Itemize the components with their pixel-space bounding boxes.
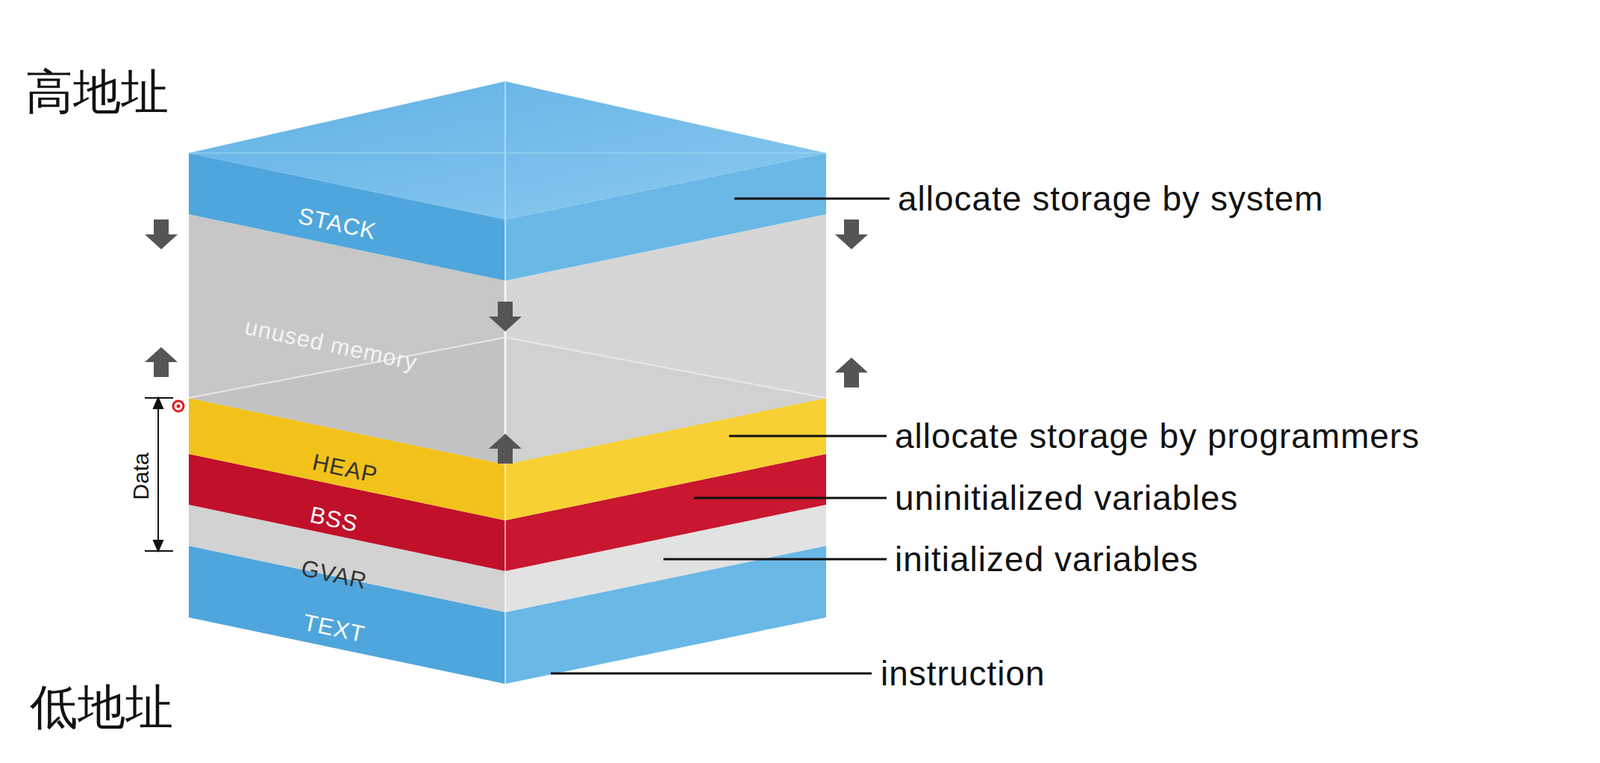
data-label: Data [128, 452, 154, 500]
leader-lines [550, 198, 890, 674]
high-address-label: 高地址 [25, 59, 169, 125]
callout-text: instruction [880, 652, 1046, 694]
callout-text: uninitialized variables [894, 477, 1239, 518]
callout-text: initialized variables [894, 538, 1199, 580]
low-address-label: 低地址 [29, 674, 174, 740]
callout-text: allocate storage by programmers [894, 415, 1420, 456]
callout-text: allocate storage by system [897, 178, 1324, 219]
